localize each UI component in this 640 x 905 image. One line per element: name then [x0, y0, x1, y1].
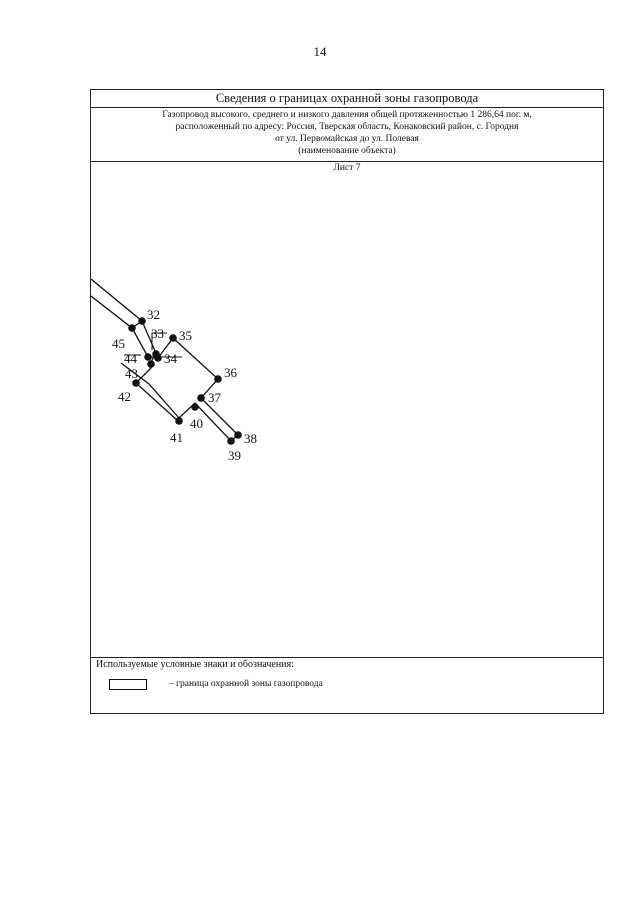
point-marker	[138, 317, 146, 325]
point-marker	[144, 353, 152, 361]
point-label: 38	[244, 431, 257, 446]
legend: Используемые условные знаки и обозначени…	[91, 657, 603, 713]
point-marker	[214, 375, 222, 383]
point-marker	[197, 394, 205, 402]
point-marker	[152, 350, 160, 358]
point-marker	[234, 431, 242, 439]
point-label: 37	[208, 390, 222, 405]
point-marker	[227, 437, 235, 445]
boundary-points	[128, 317, 242, 445]
point-marker	[191, 403, 199, 411]
point-label: 41	[170, 430, 183, 445]
point-labels: 32 33 34 35 36 37 38 39 40 41 42 43 44 4…	[112, 307, 257, 463]
point-label: 33	[151, 326, 164, 341]
page-number: 14	[313, 44, 327, 59]
object-description: Газопровод высокого, среднего и низкого …	[91, 107, 603, 162]
point-label: 45	[112, 336, 125, 351]
point-label: 40	[190, 416, 203, 431]
boundary-line	[91, 295, 133, 329]
point-label: 43	[125, 366, 138, 381]
description-line: Газопровод высокого, среднего и низкого …	[162, 110, 532, 120]
point-marker	[132, 379, 140, 387]
point-marker	[175, 417, 183, 425]
point-label: 35	[179, 328, 192, 343]
point-label: 36	[224, 365, 238, 380]
boundary-line	[131, 327, 182, 422]
sheet-label: Лист 7	[333, 163, 361, 173]
description-caption: (наименование объекта)	[298, 146, 396, 156]
description-line: от ул. Первомайская до ул. Полевая	[275, 134, 419, 144]
point-label: 42	[118, 389, 131, 404]
point-label: 34	[164, 351, 178, 366]
map-area: Лист 7	[91, 162, 603, 658]
boundary-line	[151, 332, 167, 350]
document-frame: Сведения о границах охранной зоны газопр…	[90, 89, 604, 714]
point-marker	[147, 360, 155, 368]
boundary-map: 32 33 34 35 36 37 38 39 40 41 42 43 44 4…	[91, 278, 257, 463]
boundary-symbol-icon	[109, 679, 147, 690]
point-marker	[169, 334, 177, 342]
point-label: 32	[147, 307, 160, 322]
point-marker	[128, 324, 136, 332]
point-label: 39	[228, 448, 241, 463]
legend-item-text: – граница охранной зоны газопровода	[169, 679, 323, 689]
description-line: расположенный по адресу: Россия, Тверска…	[175, 122, 519, 132]
point-label: 44	[124, 351, 138, 366]
legend-title: Используемые условные знаки и обозначени…	[96, 659, 294, 670]
document-title: Сведения о границах охранной зоны газопр…	[91, 90, 603, 108]
boundary-line	[91, 278, 143, 322]
